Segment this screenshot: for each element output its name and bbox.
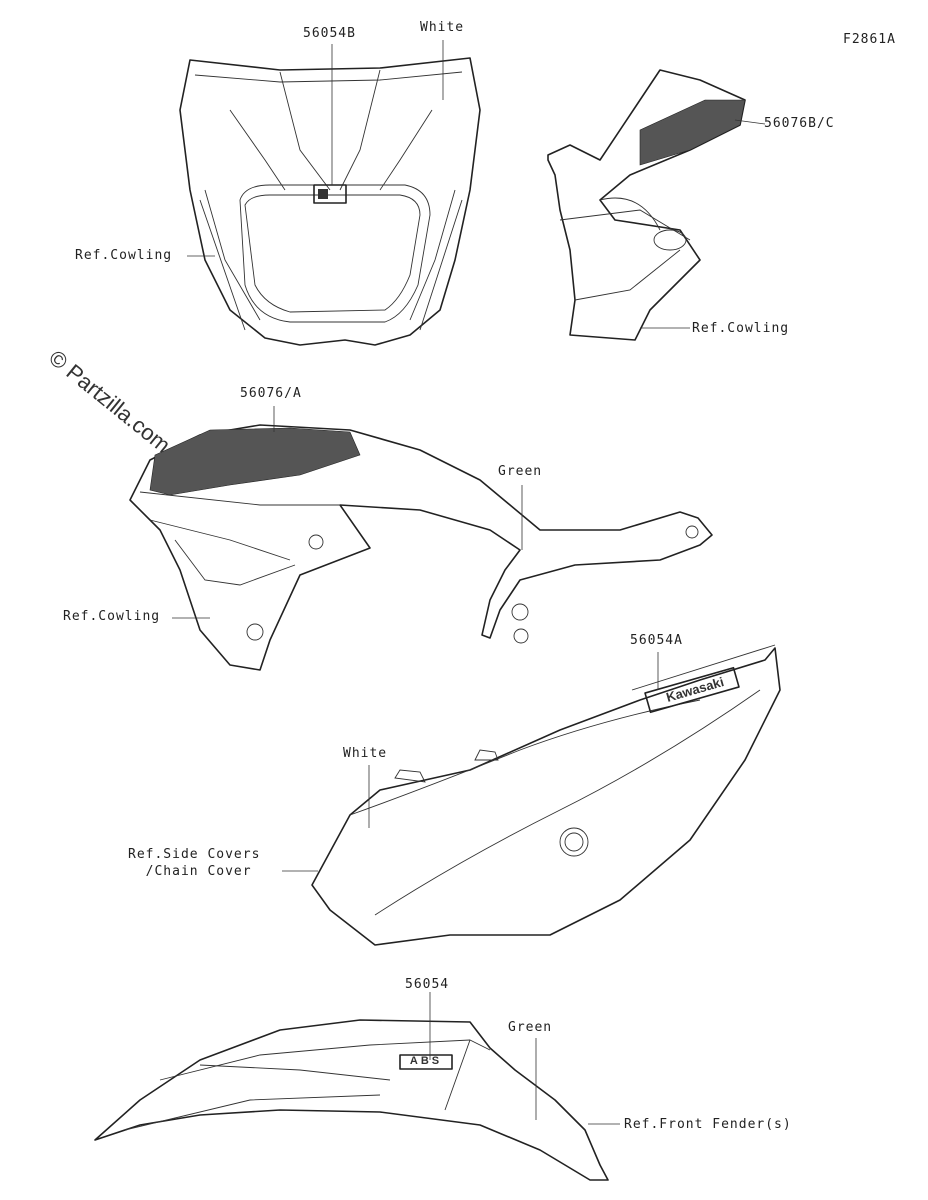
callout-headlight-ref: Ref.Cowling (75, 248, 173, 263)
kawasaki-emblem-decal (313, 184, 347, 204)
callout-fender-ref: Ref.Front Fender(s) (624, 1117, 792, 1132)
radiator-shroud (129, 406, 713, 671)
figure-id: F2861A (843, 32, 896, 47)
callout-shroud-upper-ref: Ref.Cowling (692, 321, 790, 336)
callout-side-cover-color: White (343, 746, 388, 761)
callout-shroud-upper-decal: 56076B/C (764, 116, 835, 131)
callout-headlight-decal: 56054B (303, 26, 356, 41)
callout-shroud-decal: 56076/A (240, 386, 302, 401)
callout-shroud-color: Green (498, 464, 543, 479)
abs-badge-decal (399, 1054, 453, 1070)
abs-badge-text: ABS (409, 1055, 443, 1067)
callout-fender-color: Green (508, 1020, 553, 1035)
upper-shroud (547, 69, 766, 341)
callout-shroud-ref: Ref.Cowling (63, 609, 161, 624)
front-fender (94, 992, 620, 1181)
callout-side-cover-ref: Ref.Side Covers /Chain Cover (128, 847, 261, 879)
callout-side-cover-decal: 56054A (630, 633, 683, 648)
callout-headlight-color: White (420, 20, 465, 35)
side-cover (282, 644, 781, 946)
headlight-cowling (179, 40, 481, 346)
kawasaki-logo-decal (644, 666, 740, 714)
callout-fender-decal: 56054 (405, 977, 450, 992)
